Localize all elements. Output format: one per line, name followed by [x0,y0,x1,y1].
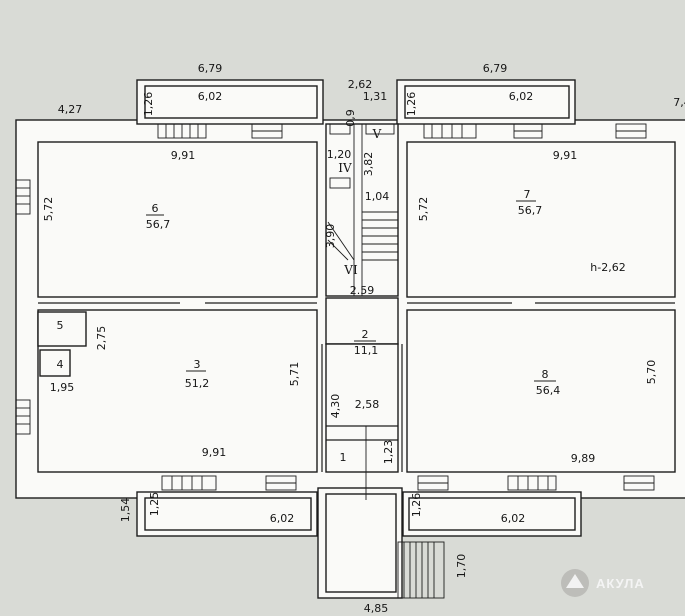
room-3-area: 51,2 [185,377,210,390]
dim-label: 5,71 [288,362,301,387]
dim-label: 6,02 [501,512,526,525]
dim-label: 1,23 [382,440,395,465]
room-6-number: 6 [152,202,159,215]
dim-label: 5,72 [42,197,55,222]
room-2-lower-shape [325,343,399,473]
room-2-shape [325,297,399,345]
watermark: АКУЛА [561,569,645,597]
room-6-area: 56,7 [146,218,171,231]
dim-label: 1,70 [455,554,468,579]
dim-label: 6,02 [270,512,295,525]
dim-label: 5,72 [417,197,430,222]
room-4-shape [39,349,71,377]
dim-label: 9,91 [553,149,578,162]
room-1-number: 1 [340,451,347,464]
room-4-number: 4 [57,358,64,371]
room-6-shape [37,141,318,298]
balcony-tl-inner [144,85,318,119]
dim-label: 1,04 [365,190,390,203]
balcony-tr-inner [404,85,570,119]
stair-v-label: V [372,127,382,141]
dim-label: 4,85 [364,602,389,615]
room-labels: 6 56,7 7 56,7 3 51,2 8 56,4 2 11,1 5 4 1… [57,127,626,464]
room-5-shape [37,311,87,347]
dim-label: 3,82 [362,152,375,177]
entrance-inner [325,493,397,593]
dim-label: 9,91 [171,149,196,162]
dim-label: 9,89 [571,452,596,465]
dim-label: 1,26 [142,92,155,117]
stair-iv-label: IV [338,161,352,175]
stair-vi-label: VI [343,263,358,277]
dim-label: 4,30 [329,394,342,419]
room-2-number: 2 [362,328,369,341]
dim-label: 2.59 [350,284,375,297]
dim-label: 5,70 [645,360,658,385]
room-2-area: 11,1 [354,344,379,357]
room-shapes [37,85,676,593]
dimension-labels: 6,79 6,79 4,27 2,62 1,31 7,4 1,26 6,02 1… [42,62,685,615]
room-7-number: 7 [524,188,531,201]
dim-label: 1,26 [410,493,423,518]
dim-label: 2,58 [355,398,380,411]
partitions [38,124,675,472]
watermark-text: АКУЛА [596,576,645,591]
dim-label: 0,9 [344,109,357,127]
room-7-area: 56,7 [518,204,543,217]
dim-label: 9,91 [202,446,227,459]
balcony-br-inner [408,497,576,531]
dim-label: 1,26 [405,92,418,117]
dim-label: 1,54 [119,498,132,523]
room-7-shape [406,141,676,298]
dim-label: 1,95 [50,381,75,394]
dim-label: 6,79 [198,62,223,75]
dim-label: 7,4 [673,96,685,109]
dim-label: 1,20 [327,148,352,161]
balcony-bl-inner [144,497,312,531]
dim-label: 3,90 [324,224,337,249]
room-8-number: 8 [542,368,549,381]
dim-label: 6,02 [509,90,534,103]
windows [15,123,655,491]
dim-label: 1,31 [363,90,388,103]
room-3-number: 3 [194,358,201,371]
dim-label: 6,02 [198,90,223,103]
dim-label: 2,75 [95,326,108,351]
dim-label: 1,25 [148,492,161,517]
room-8-area: 56,4 [536,384,561,397]
dim-label: 6,79 [483,62,508,75]
dim-label: 2,62 [348,78,373,91]
room-5-number: 5 [57,319,64,332]
ceiling-height: h-2,62 [590,261,625,274]
room-8-shape [406,309,676,473]
stairs [327,211,445,599]
dim-label: 4,27 [58,103,83,116]
